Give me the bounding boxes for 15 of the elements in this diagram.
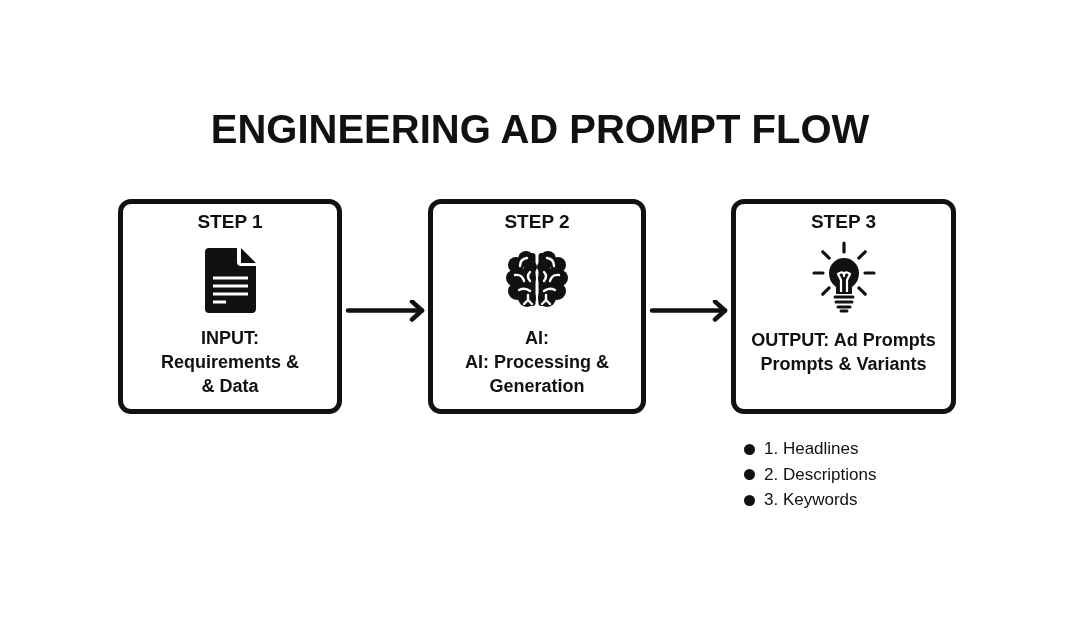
list-item: 3. Keywords	[764, 489, 858, 511]
arrow	[345, 299, 425, 322]
step-heading: STEP 1	[197, 211, 263, 233]
step-box	[428, 199, 646, 414]
list-item: 1. Headlines	[764, 438, 859, 460]
step-heading: STEP 2	[504, 211, 570, 233]
step-box	[731, 199, 956, 414]
list-item: 2. Descriptions	[764, 463, 877, 486]
step-heading: STEP 3	[810, 211, 877, 233]
arrow	[649, 299, 728, 322]
title: ENGINEERING AD PROMPT FLOW	[210, 106, 870, 152]
step-description: AI: AI: Processing & Generation	[465, 327, 609, 398]
step-box	[118, 199, 342, 414]
step-description: OUTPUT: Ad Prompts Prompts & Variants	[751, 329, 936, 376]
step-description: INPUT: Requirements & & Data	[161, 327, 299, 398]
